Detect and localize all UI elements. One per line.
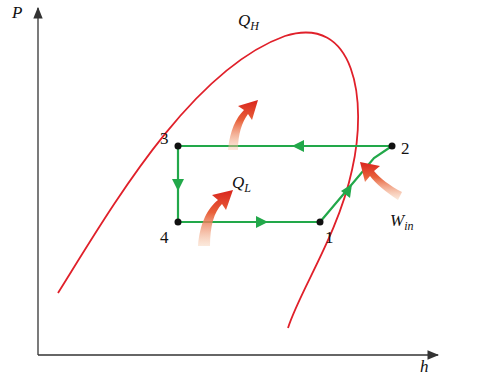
axis-label: h bbox=[420, 358, 429, 375]
work-label: Win bbox=[390, 212, 414, 229]
state-number: 2 bbox=[401, 140, 410, 157]
state-number: 1 bbox=[325, 229, 334, 246]
flow-arrowheads bbox=[172, 140, 352, 228]
axes bbox=[38, 8, 438, 355]
heat-label: QH bbox=[238, 12, 259, 29]
axis-label: P bbox=[12, 4, 22, 21]
heat-label: QL bbox=[232, 174, 251, 191]
state-number: 3 bbox=[160, 130, 169, 147]
heat-arrows bbox=[198, 100, 402, 246]
state-number: 4 bbox=[160, 229, 169, 246]
saturation-dome bbox=[58, 32, 358, 328]
